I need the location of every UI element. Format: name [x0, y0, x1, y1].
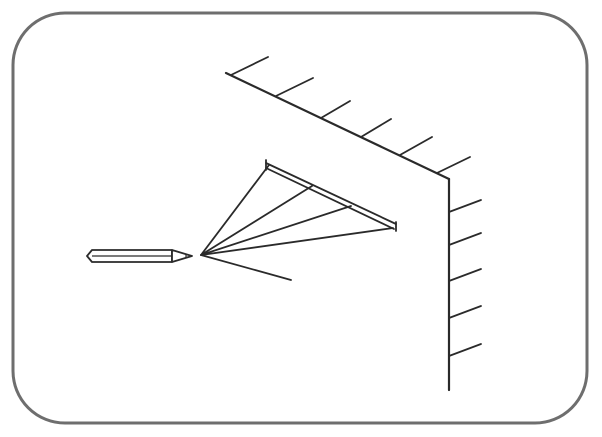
wall-top-hatching [230, 56, 471, 174]
wall-right-hatching [448, 199, 482, 357]
support-struts [200, 164, 394, 256]
wall-corner [224, 71, 451, 392]
rope-line [200, 254, 292, 281]
rod-bracket [265, 159, 397, 232]
strut-3 [200, 205, 352, 256]
strut-4 [200, 227, 394, 256]
strut-1 [200, 164, 270, 256]
rounded-frame [11, 11, 589, 425]
strut-2 [200, 185, 313, 256]
wall-top-line [224, 71, 451, 181]
pencil-icon [86, 249, 193, 263]
